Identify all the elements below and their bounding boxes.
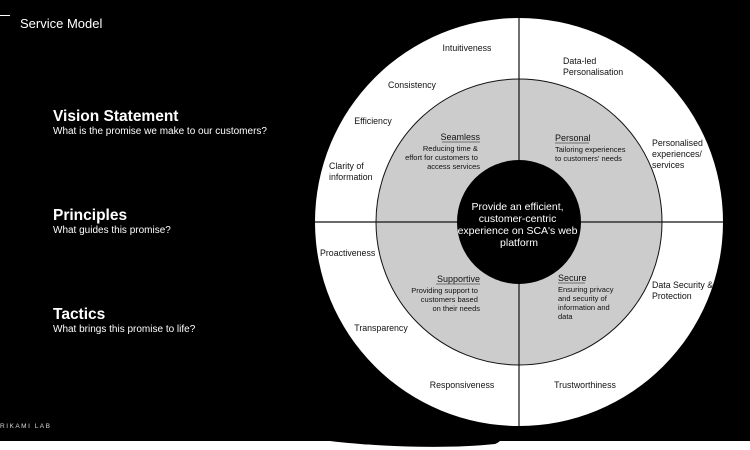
tactic-label: Efficiency	[354, 116, 392, 126]
vision-line: Provide an efficient,	[472, 201, 564, 213]
principle-desc: Providing support to customers based on …	[411, 286, 480, 313]
principle-desc: Tailoring experiences to customers' need…	[555, 145, 628, 163]
principle-title: Personal	[555, 133, 591, 143]
principle-title: Supportive	[437, 274, 480, 284]
bottom-strip	[0, 441, 750, 450]
tactic-label: Intuitiveness	[443, 43, 492, 53]
section-question: What brings this promise to life?	[53, 324, 196, 335]
tactic-label: Proactiveness	[320, 248, 376, 258]
principle-desc-line: customers based	[421, 295, 478, 304]
principle-personal: Personal Tailoring experiences to custom…	[555, 133, 628, 163]
principle-desc-line: Ensuring privacy	[558, 285, 614, 294]
tactic-label: Clarity of information	[329, 161, 373, 182]
page-title: Service Model	[20, 16, 103, 31]
vision-core	[457, 160, 581, 284]
section-heading: Tactics	[53, 306, 106, 323]
principle-desc-line: on their needs	[432, 304, 480, 313]
principle-secure: Secure Ensuring privacy and security of …	[558, 273, 616, 321]
section-question: What is the promise we make to our custo…	[53, 126, 267, 137]
vision-line: platform	[500, 237, 538, 249]
section-tactics: Tactics What brings this promise to life…	[53, 306, 195, 336]
title-rule	[0, 15, 10, 16]
principle-desc-line: information and	[558, 303, 610, 312]
section-principles: Principles What guides this promise?	[53, 207, 171, 237]
tactic-label: Data Security & Protection	[652, 280, 716, 301]
principle-desc-line: and security of	[558, 294, 608, 303]
principle-supportive: Supportive Providing support to customer…	[411, 274, 480, 313]
footer-brand: RIKAMI LAB	[0, 423, 52, 430]
bottom-blob	[330, 424, 503, 447]
principle-title: Seamless	[440, 132, 480, 142]
section-heading: Principles	[53, 207, 128, 224]
principle-desc-line: data	[558, 312, 573, 321]
section-heading: Vision Statement	[53, 108, 179, 125]
vision-line: customer-centric	[479, 213, 557, 225]
principle-desc-line: Reducing time &	[423, 144, 478, 153]
tactic-label: Responsiveness	[430, 380, 495, 390]
section-question: What guides this promise?	[53, 225, 171, 236]
vision-text: Provide an efficient, customer-centric e…	[458, 201, 581, 249]
principle-title: Secure	[558, 273, 587, 283]
tactic-label: Trustworthiness	[554, 380, 616, 390]
section-vision-statement: Vision Statement What is the promise we …	[53, 108, 267, 138]
tactic-label: Transparency	[354, 323, 408, 333]
principle-seamless: Seamless Reducing time & effort for cust…	[405, 132, 480, 171]
principle-desc: Ensuring privacy and security of informa…	[558, 285, 616, 321]
principle-desc: Reducing time & effort for customers to …	[405, 144, 480, 171]
principle-desc-line: effort for customers to	[405, 153, 478, 162]
tactic-label: Data-led Personalisation	[563, 56, 623, 77]
principle-desc-line: Tailoring experiences	[555, 145, 626, 154]
principle-desc-line: Providing support to	[411, 286, 478, 295]
principle-desc-line: access services	[427, 162, 480, 171]
principle-desc-line: to customers' needs	[555, 154, 622, 163]
tactic-label: Consistency	[388, 80, 437, 90]
tactic-label: Personalised experiences/ services	[652, 138, 705, 170]
vision-line: experience on SCA's web	[458, 225, 578, 237]
